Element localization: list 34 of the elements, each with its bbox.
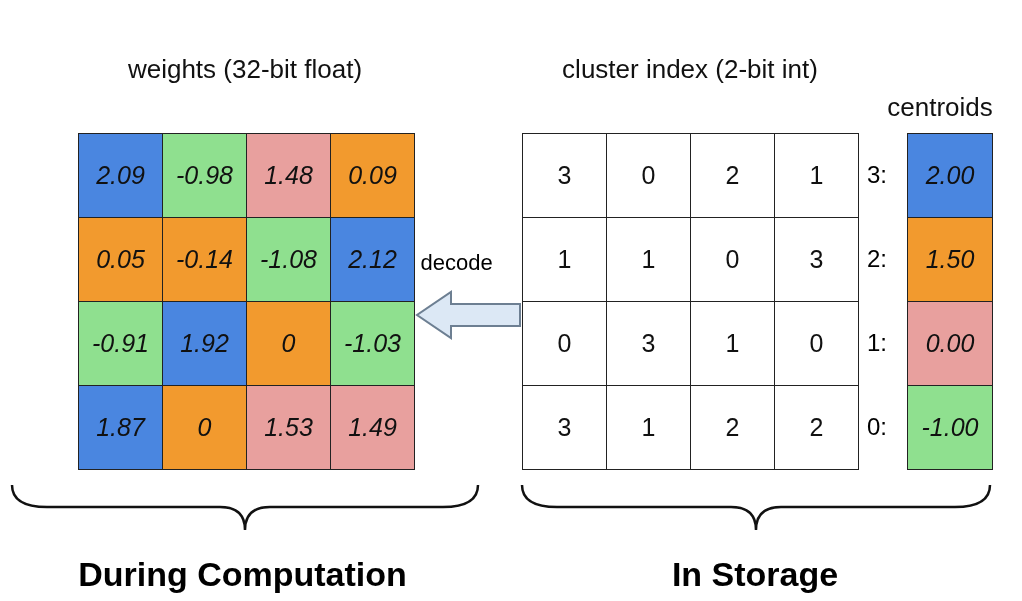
row-index: 3: xyxy=(867,161,887,189)
matrix-cell: 0 xyxy=(246,301,331,386)
matrix-cell: -1.03 xyxy=(330,301,415,386)
matrix-cell: 1 xyxy=(774,133,859,218)
row-index: 2: xyxy=(867,245,887,273)
matrix-cell: 1.92 xyxy=(162,301,247,386)
matrix-cell: -0.91 xyxy=(78,301,163,386)
matrix-heading: cluster index (2-bit int) xyxy=(561,53,819,86)
matrix-cell: 3 xyxy=(522,133,607,218)
matrix-cell: 0.05 xyxy=(78,217,163,302)
matrix-cell: 1.48 xyxy=(246,133,331,218)
row-index: 1: xyxy=(867,329,887,357)
block-arrow xyxy=(415,290,521,340)
matrix-cell: 2.09 xyxy=(78,133,163,218)
matrix-cell: 2.00 xyxy=(907,133,993,218)
matrix-cell: -0.14 xyxy=(162,217,247,302)
section-caption: During Computation xyxy=(77,555,408,594)
matrix-cell: 0 xyxy=(162,385,247,470)
matrix-heading: centroids xyxy=(886,91,994,124)
matrix-cell: 1.49 xyxy=(330,385,415,470)
matrix-heading: weights (32-bit float) xyxy=(126,53,364,86)
section-caption: In Storage xyxy=(670,555,840,594)
matrix-cell: 3 xyxy=(522,385,607,470)
matrix-cell: 1.50 xyxy=(907,217,993,302)
matrix-cell: 1.53 xyxy=(246,385,331,470)
matrix-cell: 0.00 xyxy=(907,301,993,386)
matrix-cell: 2 xyxy=(774,385,859,470)
matrix-cell: -1.00 xyxy=(907,385,993,470)
matrix-cell: 0.09 xyxy=(330,133,415,218)
matrix-cell: 2.12 xyxy=(330,217,415,302)
row-index: 0: xyxy=(867,413,887,441)
matrix-cell: -0.98 xyxy=(162,133,247,218)
matrix-cell: 1.87 xyxy=(78,385,163,470)
matrix-cell: -1.08 xyxy=(246,217,331,302)
